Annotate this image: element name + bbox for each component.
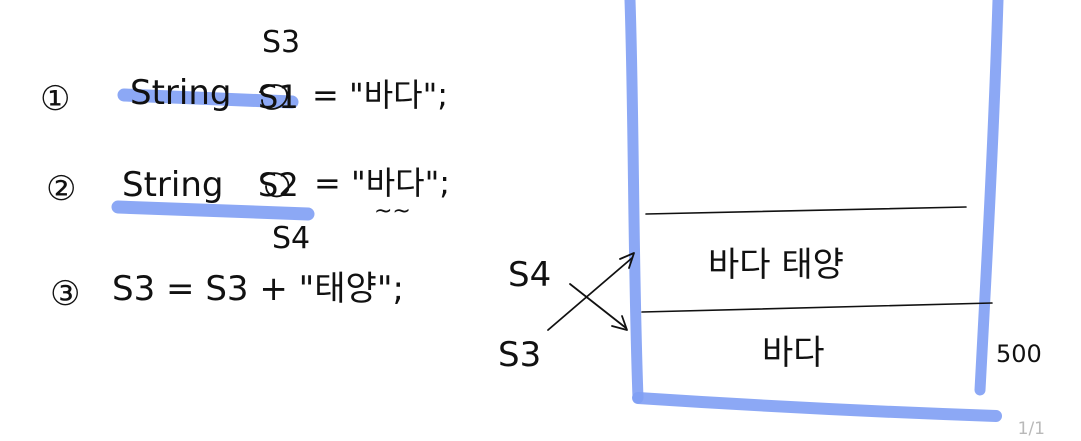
line1-type: String [130, 73, 231, 113]
arrow-s3-head [619, 252, 635, 269]
code-line-3: ③ S3 = S3 + "태양"; [50, 269, 404, 314]
code-line-2: ② String S2 S4 = "바다"; ~~ [46, 164, 450, 256]
label-address: 500 [996, 340, 1042, 368]
line2-squiggle: ~~ [374, 199, 411, 224]
highlight-line1 [117, 88, 299, 109]
page-indicator: 1/1 [1017, 419, 1045, 439]
arrow-s4-to-bottom-cell [569, 283, 627, 329]
line1-strikeout [259, 84, 288, 110]
cell-divider-top [645, 206, 967, 215]
label-s4: S4 [508, 255, 551, 295]
memory-box-bottom [632, 392, 1002, 422]
line1-assign: = "바다"; [312, 76, 448, 114]
label-s3: S3 [498, 335, 541, 375]
memory-cell-top-text: 바다 태양 [708, 245, 844, 285]
code-line-1: ① String S3 S1 = "바다"; [40, 25, 448, 119]
memory-box [624, 0, 1004, 422]
memory-cell-bottom-text: 바다 [762, 333, 825, 373]
line3-number: ③ [50, 274, 80, 314]
line2-type: String [122, 165, 223, 205]
line2-var-under: S4 [272, 221, 310, 256]
highlight-line2 [111, 200, 315, 221]
line2-var: S2 [258, 166, 299, 204]
memory-box-right-wall [974, 0, 1004, 396]
line1-var: S1 [258, 78, 299, 116]
reference-arrows [547, 252, 635, 331]
line2-number: ② [46, 169, 76, 209]
line3-statement: S3 = S3 + "태양"; [112, 269, 404, 309]
line2-strikeout [261, 172, 290, 198]
cell-divider-middle [641, 302, 993, 313]
memory-box-left-wall [624, 0, 644, 404]
memory-labels: S4 S3 500 바다 태양 바다 [498, 245, 1042, 375]
line1-var-over: S3 [262, 25, 300, 60]
line2-assign: = "바다"; [314, 164, 450, 202]
highlight-strokes [111, 88, 315, 221]
arrow-s4-head [611, 315, 628, 331]
arrow-s3-to-top-cell [547, 257, 633, 331]
line1-number: ① [40, 79, 70, 119]
